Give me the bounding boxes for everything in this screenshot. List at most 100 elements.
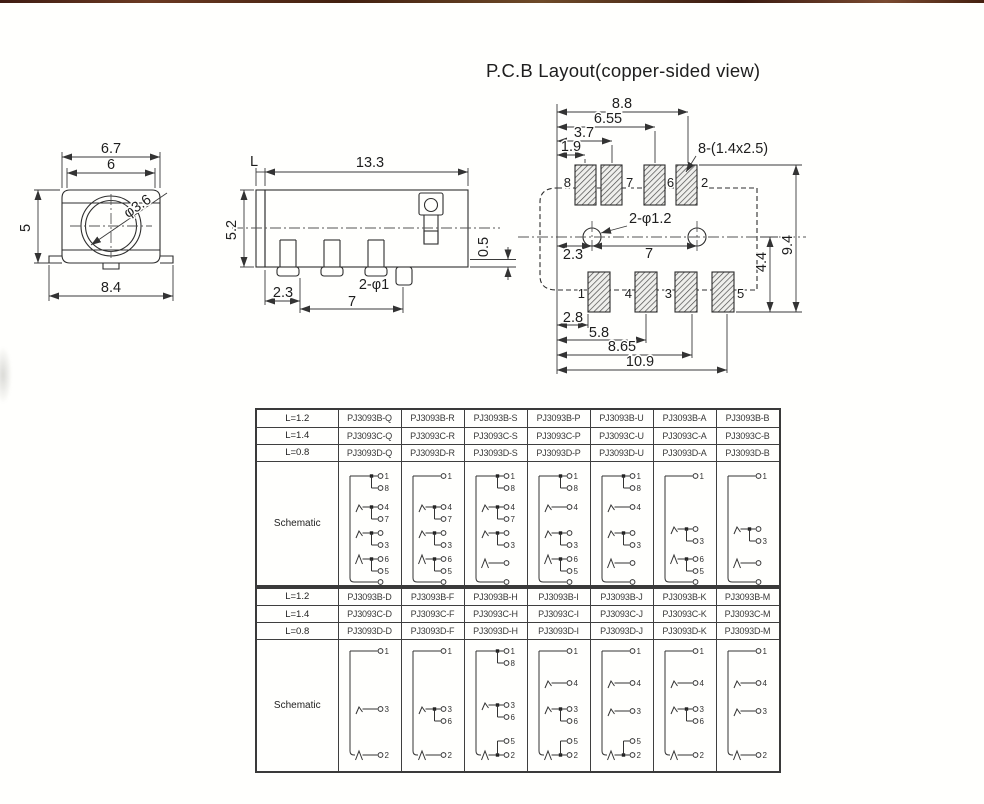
dim-label: 8.4	[101, 280, 121, 296]
part-number-cell: PJ3093C-U	[589, 426, 654, 445]
pin-number: 3	[699, 705, 704, 714]
pin-number: 3	[573, 541, 578, 550]
pcb-layout-view	[518, 104, 806, 374]
pin-number: 3	[699, 537, 704, 546]
part-number-cell: PJ3093B-K	[652, 587, 717, 606]
schematic-row-label: Schematic	[255, 639, 339, 773]
pin-number: 7	[447, 515, 452, 524]
part-number-cell: PJ3093D-I	[526, 622, 591, 640]
pin-number: 4	[762, 679, 767, 688]
schematic-cell: 1843652	[526, 460, 591, 586]
pin-number: 2	[384, 751, 389, 760]
pin-number: 2	[510, 751, 515, 760]
side-switch-rivet	[423, 197, 439, 213]
dim-label: 2.8	[563, 310, 583, 326]
part-number-cell: PJ3093B-A	[652, 408, 717, 428]
part-number-cell: PJ3093C-M	[715, 605, 780, 623]
length-variant-cell: L=0.8	[255, 443, 339, 462]
part-number-cell: PJ3093B-B	[715, 408, 780, 428]
pin-schematic: 132	[349, 647, 389, 761]
front-view	[34, 152, 174, 301]
dim-label: 6.55	[594, 111, 622, 127]
pin-number: 1	[573, 647, 578, 656]
part-number-cell: PJ3093D-M	[715, 622, 780, 640]
length-variant-cell: L=1.2	[255, 408, 339, 428]
pin-number: 1	[636, 472, 641, 481]
part-number-cell: PJ3093B-H	[463, 587, 528, 606]
pin-number: 2	[447, 751, 452, 760]
dim-label: 7	[645, 246, 653, 262]
part-number-cell: PJ3093D-B	[715, 443, 780, 462]
pcb-dimension-lines	[556, 104, 802, 374]
schematic-cell: 132	[715, 460, 780, 586]
pin-number: 4	[510, 503, 515, 512]
dim-label: L	[250, 154, 258, 170]
dim-label: 7	[348, 294, 356, 310]
pad-number: 8	[564, 175, 571, 190]
pad-number: 4	[625, 286, 632, 301]
dim-label: 3.7	[574, 125, 594, 141]
side-view	[232, 168, 516, 313]
dim-label: 5.8	[589, 325, 609, 341]
hole-size-callout: 2-φ1.2	[629, 211, 671, 227]
part-number-cell: PJ3093D-S	[463, 443, 528, 462]
dim-label: 8.65	[608, 339, 636, 355]
part-number-cell: PJ3093B-S	[463, 408, 528, 428]
dim-label: 2.3	[563, 247, 583, 263]
part-number-cell: PJ3093B-Q	[337, 408, 402, 428]
peg-callout: 2-φ1	[359, 277, 389, 293]
dim-label: 1.9	[561, 139, 581, 155]
pin-number: 5	[573, 567, 578, 576]
pin-number: 3	[762, 707, 767, 716]
pad-number: 1	[578, 286, 585, 301]
pin-number: 8	[510, 484, 515, 493]
part-number-cell: PJ3093C-Q	[337, 426, 402, 445]
pin-number: 6	[384, 555, 389, 564]
pin-number: 1	[384, 647, 389, 656]
pad-number: 2	[701, 175, 708, 190]
pin-schematic: 132	[727, 472, 767, 585]
solder-pads	[574, 164, 735, 313]
dim-label: 8.8	[612, 96, 632, 112]
part-number-cell: PJ3093C-R	[400, 426, 465, 445]
pin-number: 1	[510, 647, 515, 656]
pin-number: 3	[447, 541, 452, 550]
pin-number: 1	[699, 472, 704, 481]
part-number-cell: PJ3093D-Q	[337, 443, 402, 462]
part-number-cell: PJ3093C-S	[463, 426, 528, 445]
pin-number: 5	[699, 567, 704, 576]
pin-number: 3	[573, 705, 578, 714]
part-number-cell: PJ3093C-J	[589, 605, 654, 623]
pad-number: 7	[626, 175, 633, 190]
pin-number: 8	[384, 484, 389, 493]
pin-number: 4	[699, 679, 704, 688]
pin-number: 1	[762, 472, 767, 481]
pin-number: 4	[447, 503, 452, 512]
pad-number: 6	[667, 175, 674, 190]
pin-schematic: 1843652	[538, 472, 578, 585]
pad-size-callout: 8-(1.4x2.5)	[698, 141, 768, 157]
pin-number: 1	[447, 647, 452, 656]
part-number-cell: PJ3093B-D	[337, 587, 402, 606]
pin-number: 5	[573, 737, 578, 746]
side-locating-peg	[395, 266, 413, 286]
pin-number: 2	[699, 751, 704, 760]
part-number-cell: PJ3093D-D	[337, 622, 402, 640]
pcb-view-labels: 8.8 6.55 3.7 1.9 8-(1.4x2.5) 2-φ1.2 2.3 …	[559, 95, 797, 372]
part-number-cell: PJ3093C-I	[526, 605, 591, 623]
length-variant-cell: L=1.4	[255, 426, 339, 445]
pin-number: 4	[384, 503, 389, 512]
dim-label: 0.5	[476, 237, 492, 257]
part-number-cell: PJ3093C-K	[652, 605, 717, 623]
dim-label: 10.9	[626, 354, 654, 370]
part-number-cell: PJ3093D-F	[400, 622, 465, 640]
dim-label: 4.4	[754, 252, 770, 272]
